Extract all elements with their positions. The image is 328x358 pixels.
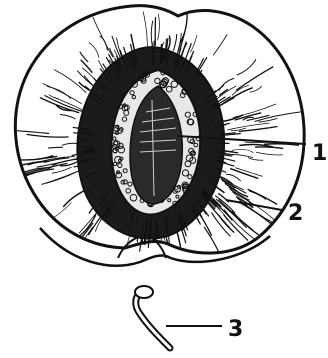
- pit-hair-stroke: [158, 225, 159, 237]
- fruit-stalk: [135, 286, 170, 348]
- pit-hair-stroke: [86, 148, 95, 149]
- label-3: 3: [228, 317, 243, 342]
- pit-hair-stroke: [152, 43, 153, 66]
- label-2: 2: [288, 201, 303, 226]
- stalk-tip: [135, 286, 153, 298]
- label-1: 1: [312, 141, 327, 166]
